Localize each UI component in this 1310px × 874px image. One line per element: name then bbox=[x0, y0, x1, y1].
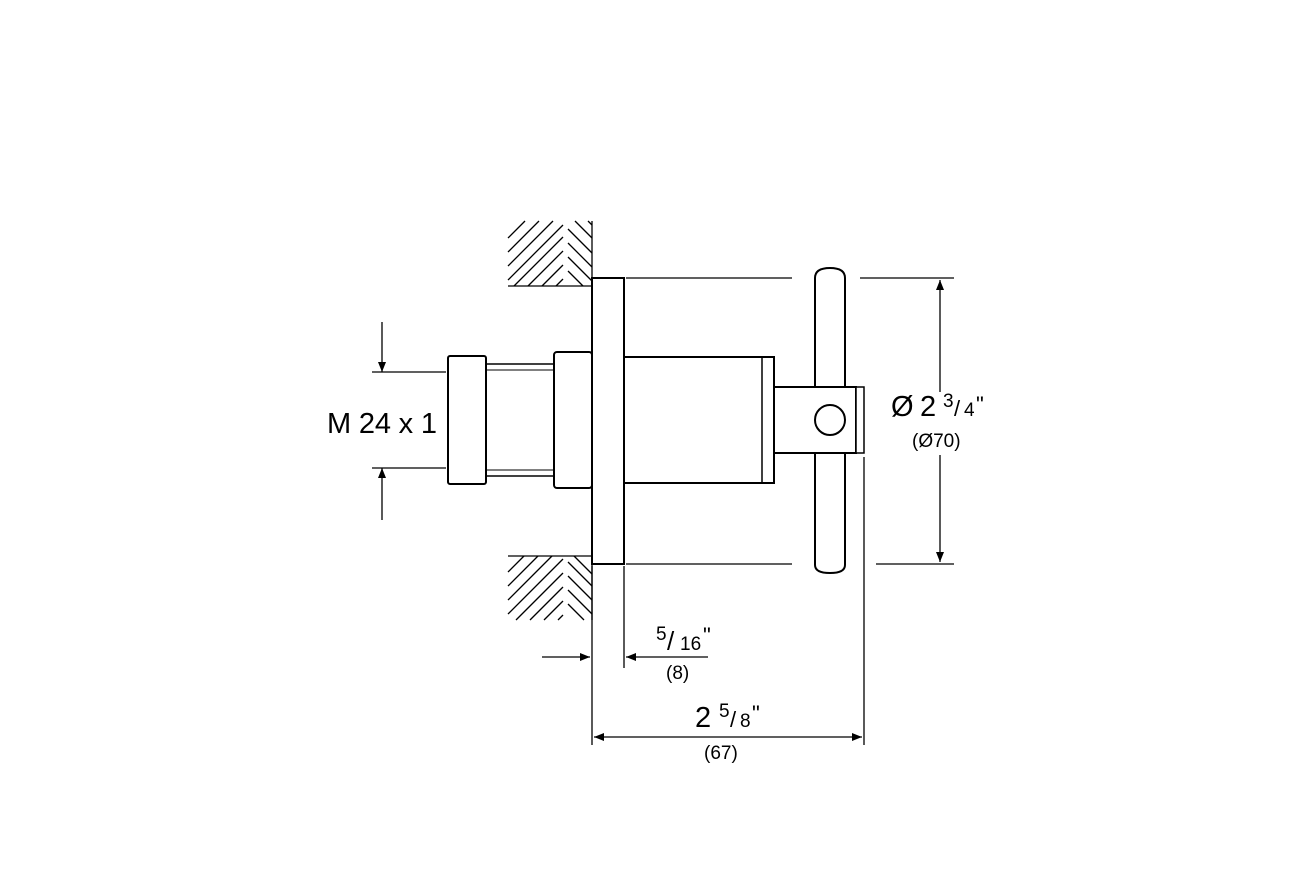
cross-handle bbox=[814, 266, 865, 575]
plate-thickness-label: 5 / 16 " bbox=[656, 623, 711, 656]
svg-text:Ø: Ø bbox=[891, 391, 914, 423]
wall-section-top bbox=[507, 220, 593, 287]
length-metric-label: (67) bbox=[704, 743, 738, 764]
svg-text:2: 2 bbox=[695, 702, 711, 734]
length-label: 2 5 / 8 " bbox=[695, 701, 760, 734]
svg-text:/: / bbox=[667, 626, 675, 656]
svg-text:16: 16 bbox=[680, 634, 701, 655]
svg-text:": " bbox=[752, 701, 760, 726]
length-dimension bbox=[594, 457, 865, 745]
diameter-label: Ø 2 3 / 4 " bbox=[891, 391, 984, 423]
thread-shaft bbox=[485, 363, 555, 477]
svg-text:2: 2 bbox=[920, 391, 936, 423]
thread-nut bbox=[447, 355, 487, 485]
cover-plate bbox=[591, 277, 625, 565]
plate-thickness-metric-label: (8) bbox=[666, 663, 689, 684]
collar bbox=[553, 351, 593, 489]
svg-text:": " bbox=[703, 623, 711, 648]
wall-section-bottom bbox=[507, 555, 593, 621]
diameter-dimension bbox=[626, 277, 954, 565]
plate-thickness-dimension bbox=[542, 566, 708, 745]
svg-text:/: / bbox=[730, 707, 737, 732]
svg-text:3: 3 bbox=[943, 391, 954, 412]
diameter-metric-label: (Ø70) bbox=[912, 431, 961, 452]
svg-text:4: 4 bbox=[964, 400, 975, 421]
svg-text:/: / bbox=[954, 396, 961, 421]
sleeve bbox=[623, 356, 775, 484]
svg-text:": " bbox=[976, 392, 984, 417]
svg-text:8: 8 bbox=[740, 711, 751, 732]
svg-text:5: 5 bbox=[656, 624, 667, 645]
thread-label: M 24 x 1 bbox=[327, 408, 437, 440]
handle-hub-circle bbox=[814, 404, 846, 436]
thread-dimension bbox=[372, 322, 446, 520]
valve-body bbox=[447, 277, 857, 565]
svg-text:5: 5 bbox=[719, 701, 730, 722]
